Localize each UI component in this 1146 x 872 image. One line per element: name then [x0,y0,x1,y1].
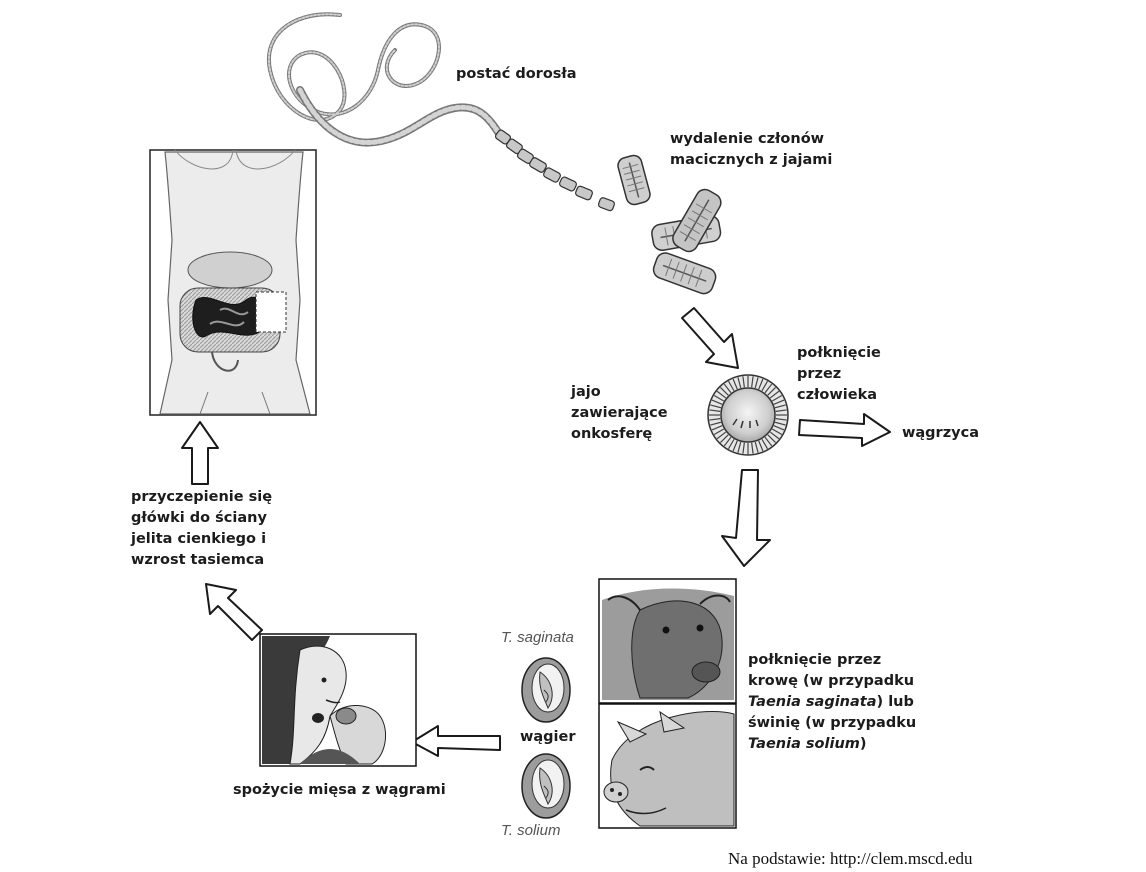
label-attachment-line: główki do ściany [131,510,267,526]
species-saginata: Taenia saginata [748,694,877,710]
label-animal-line5-rest: ) [859,736,867,752]
label-animal-line3: Taenia saginata) lub [748,692,916,713]
egg-shell-stripe [754,441,759,453]
label-human-ingestion-line: przez [797,366,842,382]
egg-shell-stripe [742,376,745,388]
egg-shell-stripe [775,409,787,412]
egg-shell-stripe [716,390,727,399]
egg-shell-stripe [716,431,727,440]
label-meat-consumption: spożycie mięsa z wągrami [233,782,446,798]
adult-worm-icon [266,12,504,147]
egg-shell-stripe [774,421,786,426]
egg-shell-stripe [758,378,764,390]
human-intestines-icon [149,149,317,416]
label-animal-ingestion: połknięcie przez krowę (w przypadku Taen… [748,650,916,755]
species-solium: Taenia solium [748,736,860,752]
egg-shell-stripe [732,440,738,452]
egg-shell-stripe [737,377,742,389]
egg-shell-stripe [771,428,783,436]
egg-shell-stripe [771,394,783,402]
egg-shell-stripe [711,425,723,431]
label-egg: jajo zawierające onkosferę [571,382,668,445]
arrow-to-egg [681,307,739,369]
label-animal-line5: Taenia solium) [748,734,916,755]
egg-shell-stripe [719,386,729,396]
egg-shell-stripe [723,436,732,447]
egg-shell-stripe [709,409,721,412]
label-cysticercosis: wągrzyca [902,425,979,441]
cow-icon [598,578,737,704]
egg-shell-stripe [758,440,764,452]
label-animal-line3-rest: ) lub [876,694,914,710]
label-egg-line: zawierające [571,405,668,421]
label-species-saginata: T. saginata [501,629,574,646]
arrow-to-cysticercosis [798,413,891,447]
egg-shell-stripe [769,390,780,399]
egg-shell-stripe [767,434,777,444]
egg-shell-stripe [713,394,725,402]
egg-shell-stripe [764,383,773,394]
egg-shell-stripe [709,418,721,421]
label-animal-line2: krowę (w przypadku [748,673,915,689]
source-citation: Na podstawie: http://clem.mscd.edu [728,849,973,868]
label-human-ingestion-line: połknięcie [797,345,881,361]
egg-shell-stripe [713,428,725,436]
label-excretion-line: macicznych z jajami [670,152,833,168]
egg-shell-stripe [711,399,723,405]
egg-shell-stripe [710,404,722,409]
arrow-to-attachment [205,583,263,641]
egg-shell-stripe [727,380,735,392]
egg-shell-stripe [754,377,759,389]
egg-shell-stripe [773,425,785,431]
label-attachment: przyczepienie się główki do ściany jelit… [131,487,272,571]
egg-shell-stripe [732,378,738,390]
egg-shell-stripe [769,431,780,440]
label-animal-line4: świnię (w przypadku [748,715,917,731]
egg-icon [707,374,789,456]
egg-shell-stripe [775,418,787,421]
cyst-icon-bottom [521,753,571,819]
proglottid-icon [617,154,722,295]
egg-shell-stripe [742,442,745,454]
label-excretion: wydalenie członów macicznych z jajami [670,129,832,171]
cyst-icon-top [521,657,571,723]
label-excretion-line: wydalenie członów [670,131,825,147]
egg-shell-stripe [773,399,785,405]
label-attachment-line: przyczepienie się [131,489,273,505]
egg-shell-stripe [719,434,729,444]
label-cyst: wągier [520,729,576,745]
person-eating-icon [259,633,417,767]
egg-shell-stripe [767,386,777,396]
label-human-ingestion-line: człowieka [797,387,878,403]
label-species-solium: T. solium [501,822,561,839]
egg-shell-stripe [737,441,742,453]
label-egg-line: onkosferę [571,426,653,442]
egg-shell-stripe [761,380,769,392]
label-adult-form: postać dorosła [456,66,577,82]
worm-segments [494,129,615,212]
egg-shell-stripe [774,404,786,409]
arrow-to-eating [411,725,501,757]
label-animal-line1: połknięcie przez [748,652,882,668]
egg-shell-stripe [751,442,754,454]
arrow-to-animal [721,469,771,567]
egg-shell-stripe [710,421,722,426]
egg-shell-stripe [727,438,735,450]
egg-shell-stripe [751,376,754,388]
egg-shell-stripe [723,383,732,394]
label-human-ingestion: połknięcie przez człowieka [797,343,881,406]
pig-icon [598,703,737,829]
label-attachment-line: jelita cienkiego i [131,531,267,547]
label-attachment-line: wzrost tasiemca [131,552,265,568]
label-egg-line: jajo [571,384,601,400]
arrow-to-body [181,421,219,485]
egg-shell-stripe [761,438,769,450]
egg-shell-stripe [764,436,773,447]
